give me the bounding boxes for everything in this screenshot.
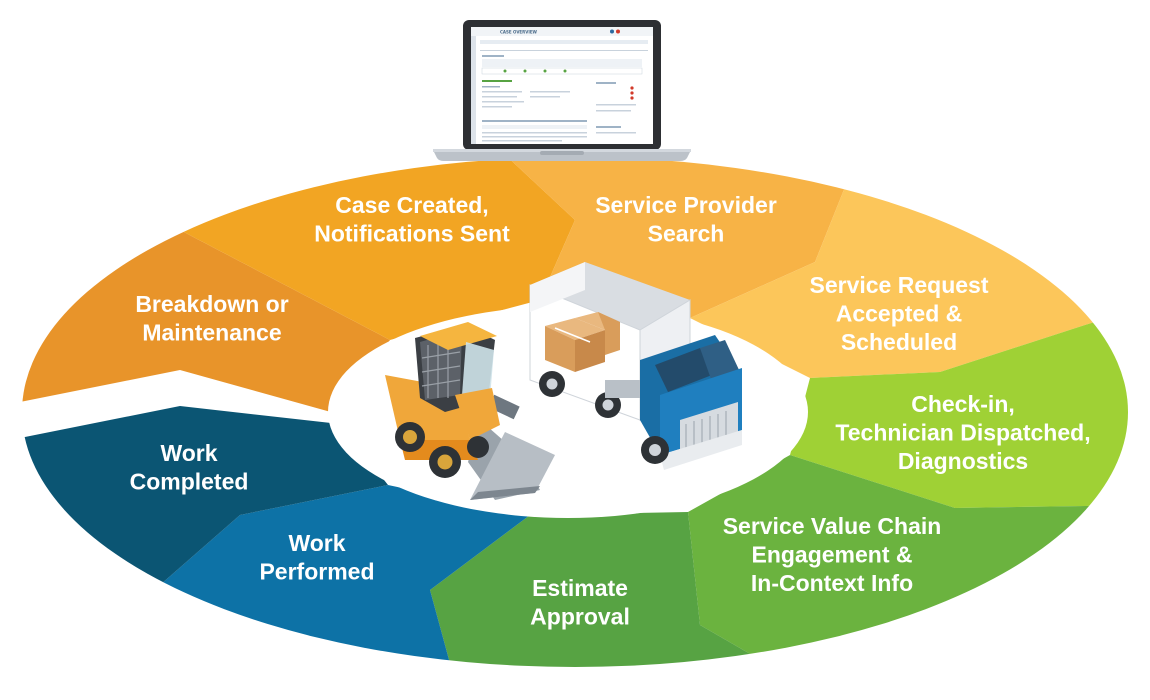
segment-label-line: Search	[648, 221, 725, 247]
segment-label-line: Approval	[530, 604, 630, 630]
segment-label-line: Work	[160, 440, 217, 466]
segment-label-line: Work	[288, 530, 345, 556]
segment-label-line: Completed	[130, 469, 249, 495]
segment-label-line: Scheduled	[841, 329, 957, 355]
segment-label-line: Maintenance	[142, 320, 281, 346]
segment-label-line: Breakdown or	[135, 291, 288, 317]
ring-gap	[0, 370, 340, 442]
segment-labels: Breakdown or Maintenance Case Created, Noti…	[130, 192, 1091, 630]
segment-label-line: Estimate	[532, 575, 628, 601]
segment-label-line: Performed	[259, 559, 374, 585]
segment-estimate-approval	[430, 512, 830, 667]
segment-label-line: Technician Dispatched,	[835, 420, 1090, 446]
box-truck-illustration	[529, 262, 742, 470]
segment-label-line: Diagnostics	[898, 448, 1028, 474]
segment-label-case-created: Case Created, Notifications Sent	[314, 192, 510, 247]
segment-label-line: Case Created,	[335, 192, 488, 218]
segment-label-line: Notifications Sent	[314, 221, 510, 247]
segment-label-line: Check-in,	[911, 391, 1015, 417]
laptop-screen-title: CASE OVERVIEW	[500, 30, 538, 35]
segment-label-line: Service Provider	[595, 192, 777, 218]
skid-steer-illustration	[385, 322, 555, 500]
segment-label-line: Service Value Chain	[723, 513, 942, 539]
segment-label-line: Accepted &	[836, 301, 963, 327]
laptop-illustration: CASE OVERVIEW	[433, 20, 691, 161]
segment-label-check-in: Check-in, Technician Dispatched,Diagnosti…	[835, 391, 1090, 474]
segment-check-in	[790, 305, 1128, 508]
segment-label-line: In-Context Info	[751, 570, 913, 596]
segment-label-line: Service Request	[810, 272, 989, 298]
segment-label-line: Engagement &	[751, 542, 912, 568]
segment-label-breakdown: Breakdown or Maintenance	[135, 291, 288, 346]
